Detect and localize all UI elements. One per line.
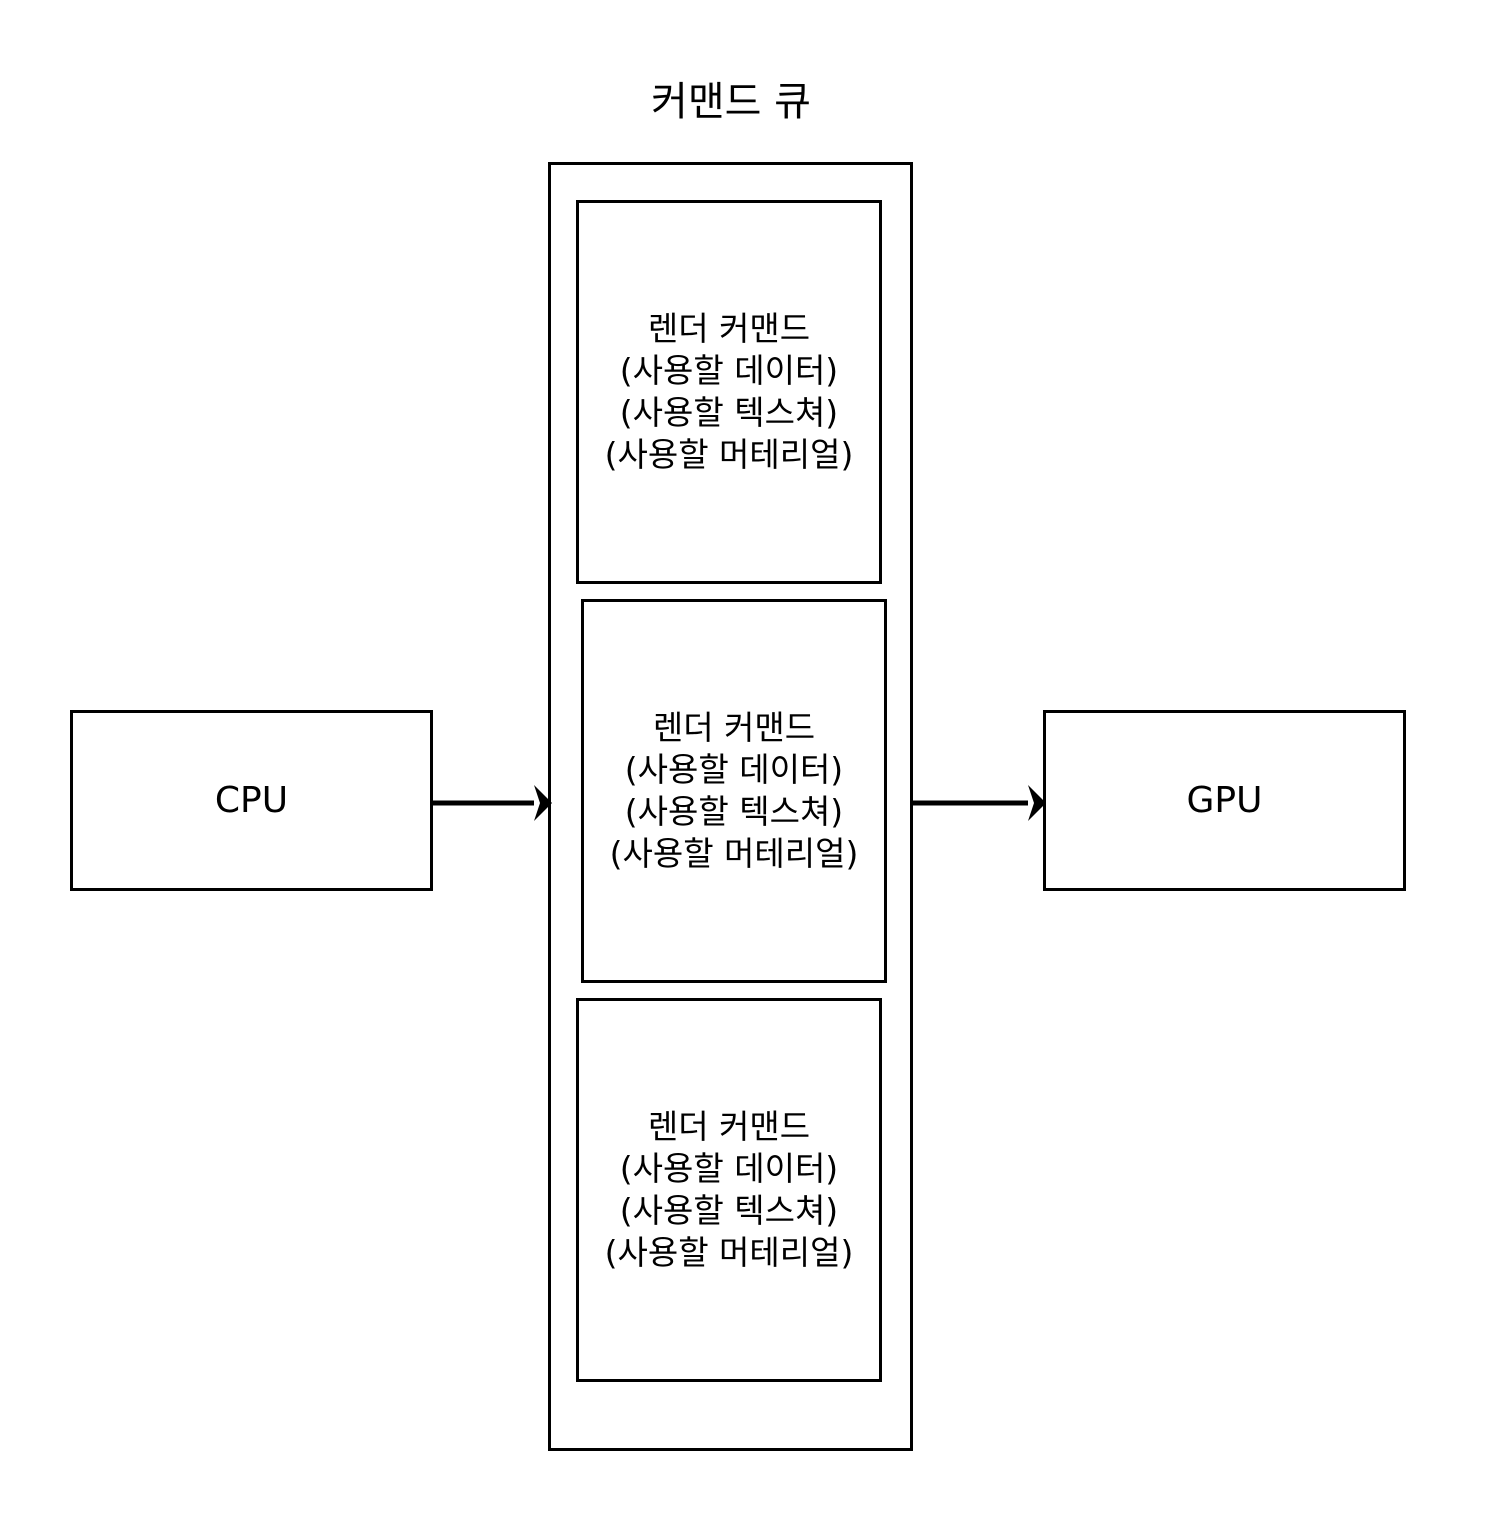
arrow-cpu-to-queue-icon [432,785,552,821]
gpu-node: GPU [1043,710,1406,891]
command-queue-item: 렌더 커맨드 (사용할 데이터) (사용할 텍스쳐) (사용할 머테리얼) [581,599,887,983]
cpu-node: CPU [70,710,433,891]
gpu-node-label: GPU [1186,779,1263,821]
cpu-node-label: CPU [214,779,289,821]
page-title: 커맨드 큐 [651,79,811,125]
command-queue-item-label: 렌더 커맨드 (사용할 데이터) (사용할 텍스쳐) (사용할 머테리얼) [609,708,859,873]
command-queue-item-label: 렌더 커맨드 (사용할 데이터) (사용할 텍스쳐) (사용할 머테리얼) [604,309,854,474]
arrow-queue-to-gpu-icon [910,785,1046,821]
command-queue-item-label: 렌더 커맨드 (사용할 데이터) (사용할 텍스쳐) (사용할 머테리얼) [604,1107,854,1272]
command-queue-item: 렌더 커맨드 (사용할 데이터) (사용할 텍스쳐) (사용할 머테리얼) [576,200,882,584]
command-queue-item: 렌더 커맨드 (사용할 데이터) (사용할 텍스쳐) (사용할 머테리얼) [576,998,882,1382]
